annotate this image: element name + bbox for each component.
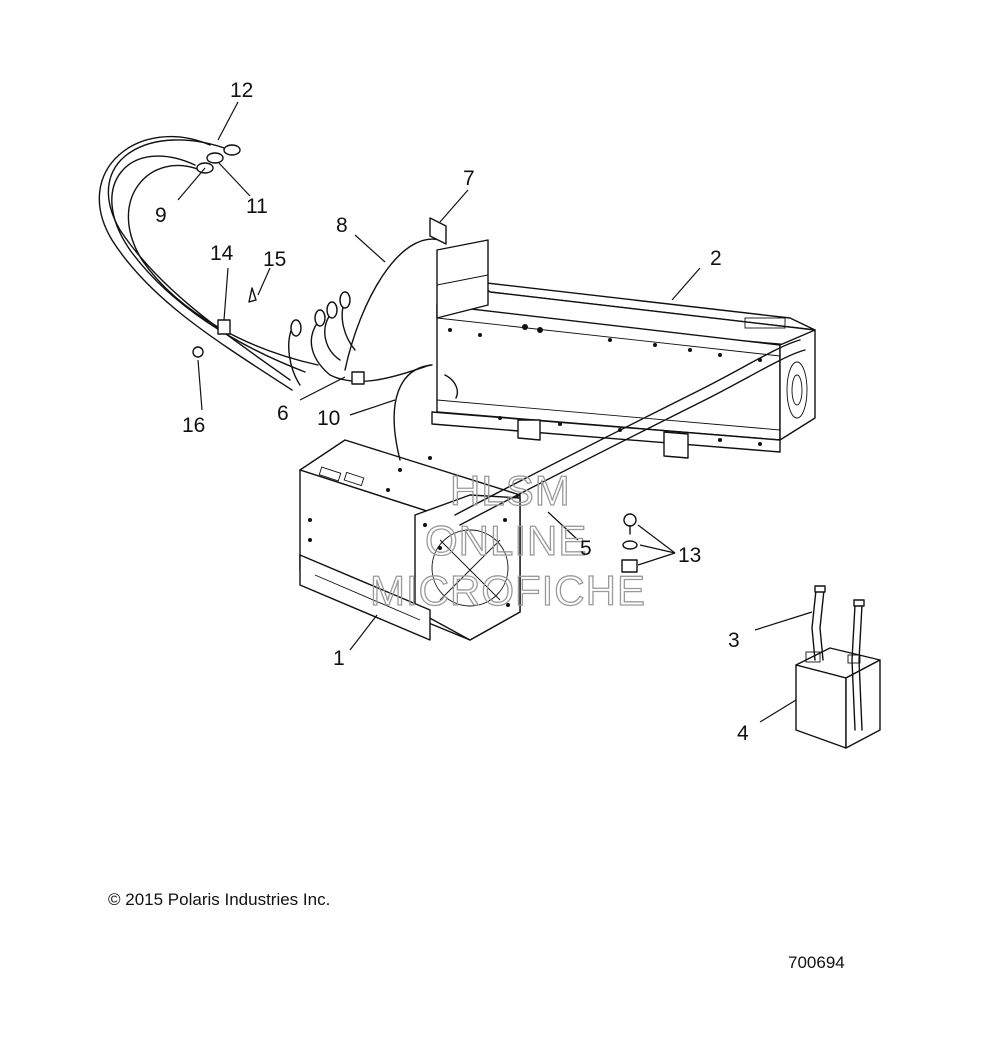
copyright-notice: © 2015 Polaris Industries Inc.: [108, 890, 331, 909]
watermark-line-3: MICROFICHE: [370, 567, 646, 614]
callout-4: 4: [737, 722, 749, 745]
callout-16: 16: [182, 414, 205, 437]
callout-2: 2: [710, 247, 722, 270]
cable-harness: [98, 135, 806, 526]
callout-7: 7: [463, 167, 475, 190]
callout-3: 3: [728, 629, 740, 652]
hardware: [192, 287, 638, 573]
callout-15: 15: [263, 248, 286, 271]
figure-number: 700694: [788, 953, 845, 972]
callout-10: 10: [317, 407, 340, 430]
callout-11: 11: [246, 195, 268, 218]
callout-13: 13: [678, 544, 701, 567]
battery-box-short: [299, 439, 521, 641]
leader-lines: [177, 101, 813, 723]
callout-5: 5: [580, 537, 592, 560]
callout-6: 6: [277, 402, 289, 425]
battery-strap: [811, 585, 865, 731]
callout-14: 14: [210, 242, 234, 265]
small-battery: [795, 647, 881, 749]
callout-8: 8: [336, 214, 348, 237]
callout-12: 12: [230, 79, 253, 102]
callouts: 12 9 11 7 8 2 14 15 16 6 10 1 5 13 3 4: [155, 79, 749, 745]
watermark: HLSM ONLINE MICROFICHE: [369, 466, 646, 614]
battery-box-long: [431, 239, 816, 459]
callout-9: 9: [155, 204, 167, 227]
callout-1: 1: [333, 647, 345, 670]
watermark-line-1: HLSM: [450, 467, 571, 514]
watermark-line-2: ONLINE: [425, 517, 587, 564]
